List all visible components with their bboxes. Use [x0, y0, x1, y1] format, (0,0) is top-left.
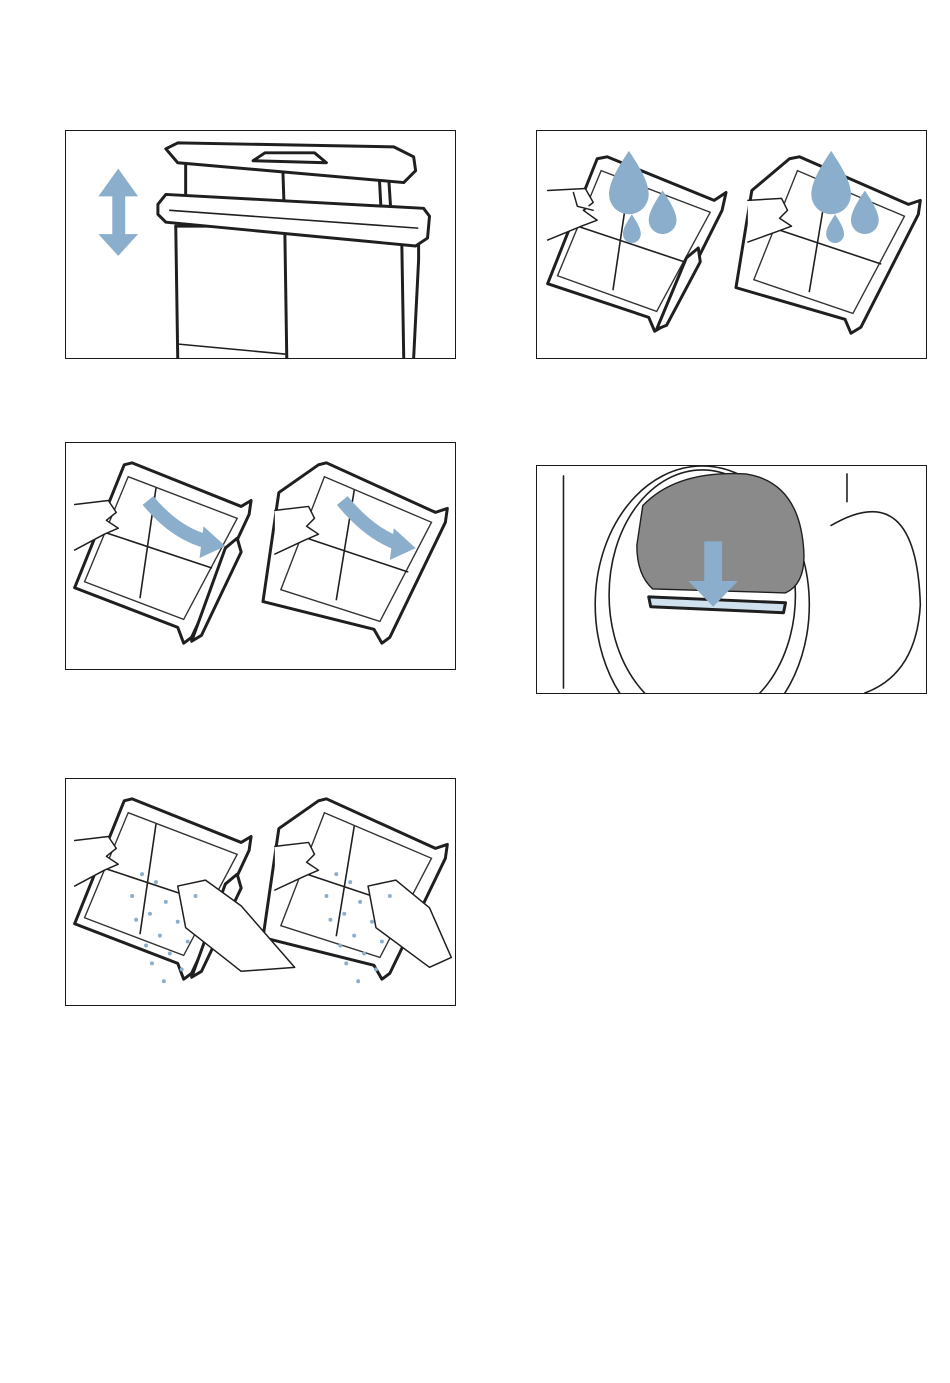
insert-filter-illustration [537, 466, 926, 693]
lift-filter-illustration [66, 131, 455, 358]
figure-remove-lint [65, 778, 456, 1006]
lint-filter-insert-icon [158, 143, 430, 358]
figure-insert-filter [536, 465, 927, 694]
double-arrow-icon [98, 169, 138, 256]
figure-rinse-filter [536, 130, 927, 359]
rinse-filter-illustration [537, 131, 926, 358]
open-filter-icon [263, 463, 447, 643]
open-filter-icon [75, 463, 251, 643]
figure-open-filter [65, 442, 456, 670]
remove-lint-illustration [66, 779, 455, 1005]
dryer-door-icon [563, 466, 920, 693]
figure-lift-filter [65, 130, 456, 359]
open-filter-illustration [66, 443, 455, 669]
